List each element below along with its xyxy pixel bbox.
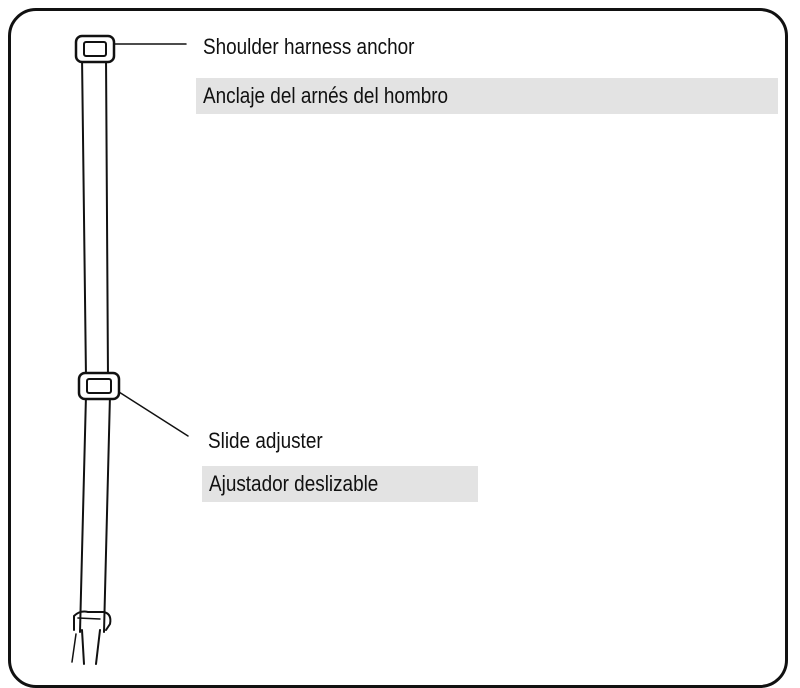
leader-line-adjuster bbox=[118, 391, 189, 437]
slide-adjuster-translation-text: Ajustador deslizable bbox=[209, 471, 379, 496]
slide-adjuster-buckle-icon bbox=[77, 371, 121, 401]
shoulder-anchor-translation-text: Anclaje del arnés del hombro bbox=[203, 83, 449, 108]
shoulder-anchor-buckle-icon bbox=[74, 34, 116, 64]
strap-lower bbox=[79, 394, 111, 633]
shoulder-anchor-label: Shoulder harness anchor bbox=[203, 34, 415, 59]
shoulder-anchor-translation: Anclaje del arnés del hombro bbox=[196, 78, 778, 114]
slide-adjuster-label: Slide adjuster bbox=[208, 428, 323, 453]
strap-upper bbox=[81, 55, 109, 379]
harness-strap-illustration bbox=[71, 34, 189, 665]
slide-adjuster-translation: Ajustador deslizable bbox=[202, 466, 478, 502]
strap-end-fold bbox=[71, 610, 112, 665]
